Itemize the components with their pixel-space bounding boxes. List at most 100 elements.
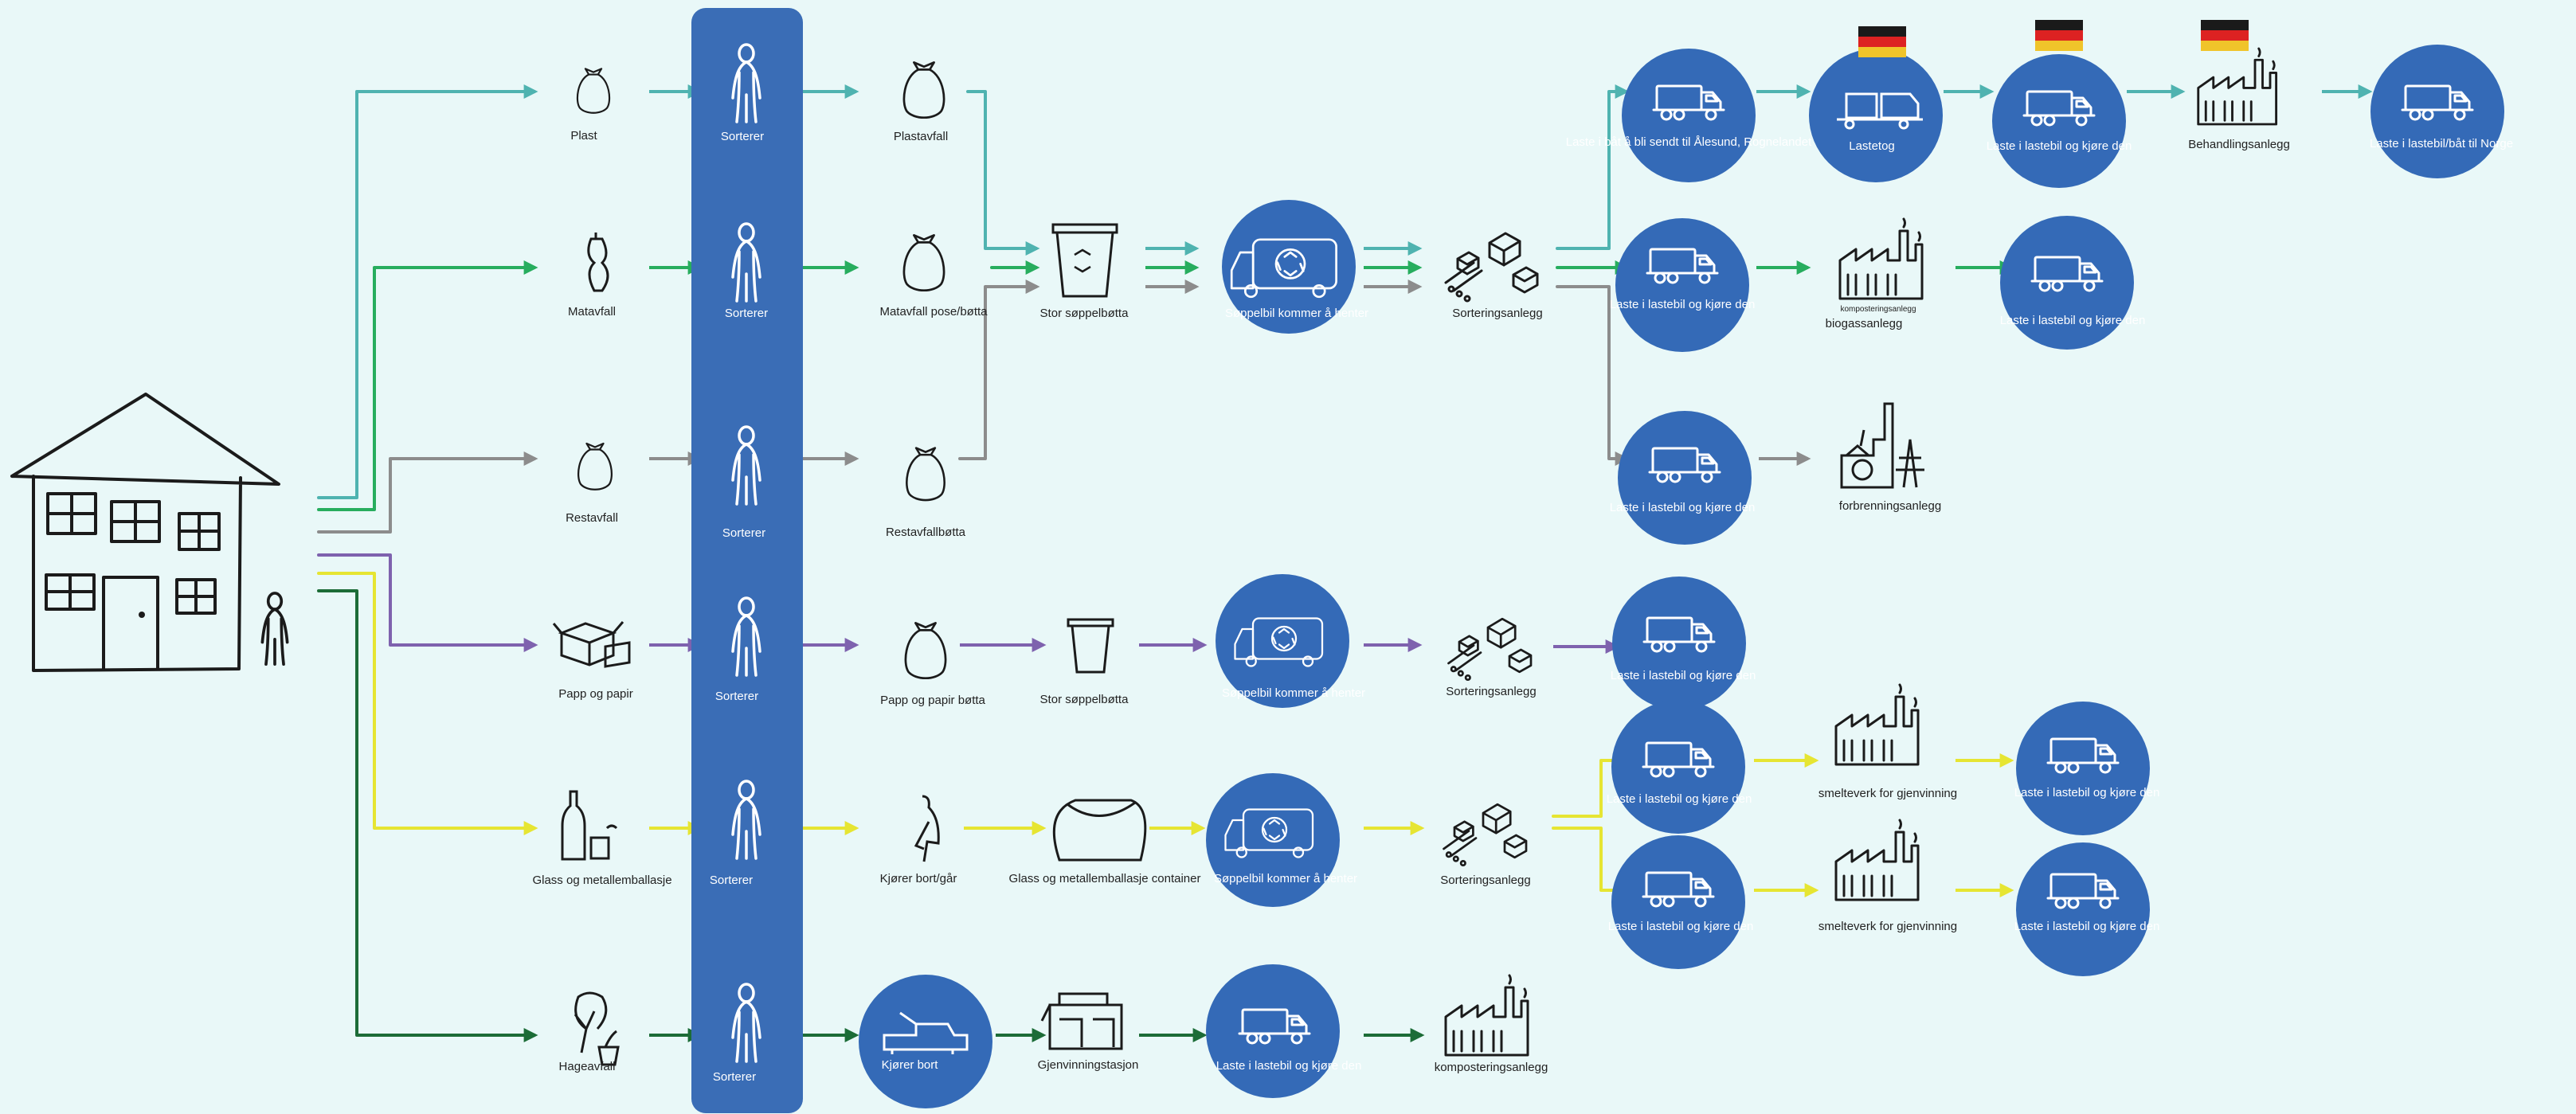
recycle-icon: [1074, 248, 1091, 273]
category-label: Plast: [570, 129, 597, 143]
step2-label: Matavfall pose/bøtta: [879, 305, 988, 319]
recycling-station-icon: [1040, 992, 1123, 1050]
step2-label: Kjører bort/går: [879, 872, 957, 885]
category-label: Papp og papir: [558, 687, 633, 701]
paper-truck-label: Laste i lastebil og kjøre den: [1610, 669, 1756, 682]
apple-core-icon: [587, 233, 609, 292]
kjorer-bort-label: Kjører bort: [881, 1058, 938, 1072]
collection-truck-label: Laste i lastebil og kjøre den: [1216, 1059, 1362, 1073]
circle-boat: [1622, 49, 1756, 182]
factory-icon: [2197, 47, 2278, 126]
container-icon: [1052, 799, 1147, 862]
smelter-label: smelteverk for gjenvinning: [1818, 920, 1958, 933]
flag-germany-icon: [1858, 37, 1906, 47]
bin-icon: [1067, 618, 1114, 674]
line-glass: [317, 572, 535, 830]
line-sort-to-glass-truck-2: [1552, 827, 1627, 892]
bin-label: Stor søppelbøtta: [1039, 693, 1129, 706]
sorting-plant-label: Sorteringsanlegg: [1440, 874, 1531, 887]
factory-icon: [1834, 683, 1920, 766]
sorting-machine-icon: [1444, 232, 1539, 303]
box-icon: [552, 621, 631, 668]
circle-final: [2370, 45, 2504, 178]
category-label: Hageavfall: [558, 1060, 616, 1073]
train-icon: [1837, 92, 1923, 130]
category-label: Matavfall: [567, 305, 617, 319]
line-matavfall: [317, 266, 535, 511]
train-label: Lastetog: [1849, 139, 1895, 153]
category-label: Glass og metallemballasje: [532, 874, 672, 887]
collection-truck-label: Søppelbil kommer å henter: [1224, 307, 1369, 320]
compost-small-label: komposteringsanlegg: [1840, 305, 1916, 314]
step2-label: Papp og papir bøtta: [880, 694, 985, 707]
glass-truck-label: Laste i lastebil og kjøre den: [1606, 792, 1752, 806]
sorter-label: Sorterer: [709, 874, 754, 887]
sorting-column: [691, 8, 803, 1113]
glass-final-label: Laste i lastebil og kjøre den: [2014, 786, 2160, 799]
circle-glass-final: [2016, 702, 2150, 835]
sorting-plant-label: Sorteringsanlegg: [1446, 685, 1537, 698]
food-final-label: Laste i lastebil og kjøre den: [1999, 314, 2146, 327]
circle-paper-truck: [1612, 577, 1746, 710]
glass-final-label: Laste i lastebil og kjøre den: [2014, 920, 2160, 933]
factory-icon: [1834, 819, 1920, 901]
circle-collection: [1206, 964, 1340, 1098]
collection-truck-label: Søppelbil kommer å henter: [1221, 686, 1366, 700]
line-papp: [317, 553, 535, 647]
sorting-machine-icon: [1443, 803, 1528, 867]
bin-label: Stor søppelbøtta: [1039, 307, 1129, 320]
person-walking-icon: [914, 795, 940, 862]
collection-truck-label: Søppelbil kommer å henter: [1213, 872, 1358, 885]
glass-truck-label: Laste i lastebil og kjøre den: [1607, 920, 1754, 933]
bag-icon: [906, 447, 945, 502]
line-restavfall: [317, 457, 535, 534]
sorter-label: Sorterer: [724, 307, 769, 320]
line-hageavfall: [317, 589, 535, 1037]
bag-icon: [902, 234, 945, 292]
flag-germany-icon: [2035, 30, 2083, 41]
sorter-label: Sorterer: [722, 526, 766, 540]
smelter-label: smelteverk for gjenvinning: [1818, 787, 1958, 800]
flow-lines: [317, 84, 2373, 1042]
sorting-plant-label: Sorteringsanlegg: [1452, 307, 1543, 320]
flag-germany-icon: [2201, 41, 2249, 51]
sorting-machine-icon: [1447, 617, 1533, 682]
circle-collection: [1222, 200, 1356, 334]
sorter-label: Sorterer: [714, 690, 759, 703]
house-icon: [139, 612, 145, 618]
step2-label: Plastavfall: [893, 130, 949, 143]
circle-truck: [1992, 54, 2126, 188]
category-label: Restavfall: [566, 511, 618, 525]
bag-icon: [904, 622, 947, 680]
circle-glass-truck: [1611, 835, 1745, 969]
flag-germany-icon: [2201, 30, 2249, 41]
flag-germany-icon: [1858, 47, 1906, 57]
circle-food-truck: [1615, 218, 1749, 352]
sorter-label: Sorterer: [712, 1070, 757, 1084]
factory-icon: [1838, 217, 1924, 300]
person-icon: [260, 592, 289, 666]
boat-label: Laste i båt å bli sendt til Ålesund, Rog…: [1565, 135, 1812, 149]
circle-collection: [1206, 773, 1340, 907]
line-sort-to-residual-truck: [1556, 285, 1627, 460]
bin-label: Glass og metallemballasje container: [1008, 872, 1201, 885]
plastic-truck-label: Laste i lastebil og kjøre den: [1986, 139, 2132, 153]
house-icon: [10, 393, 280, 672]
biogas-label: biogassanlegg: [1825, 317, 1903, 330]
sorter-label: Sorterer: [720, 130, 765, 143]
line-rest-to-bin: [958, 285, 1037, 460]
factory-icon: [1444, 974, 1529, 1057]
plant-icon: [574, 991, 620, 1066]
circle-residual-truck: [1618, 411, 1752, 545]
circle-food-final: [2000, 216, 2134, 350]
icons-layer: [10, 8, 2504, 1113]
flag-germany-icon: [2035, 20, 2083, 30]
bottle-can-icon: [561, 790, 618, 861]
bin-icon: [1051, 223, 1118, 298]
line-plast: [317, 90, 535, 499]
flag-germany-icon: [1858, 26, 1906, 37]
bag-icon: [577, 442, 613, 491]
flag-germany-icon: [2035, 41, 2083, 51]
